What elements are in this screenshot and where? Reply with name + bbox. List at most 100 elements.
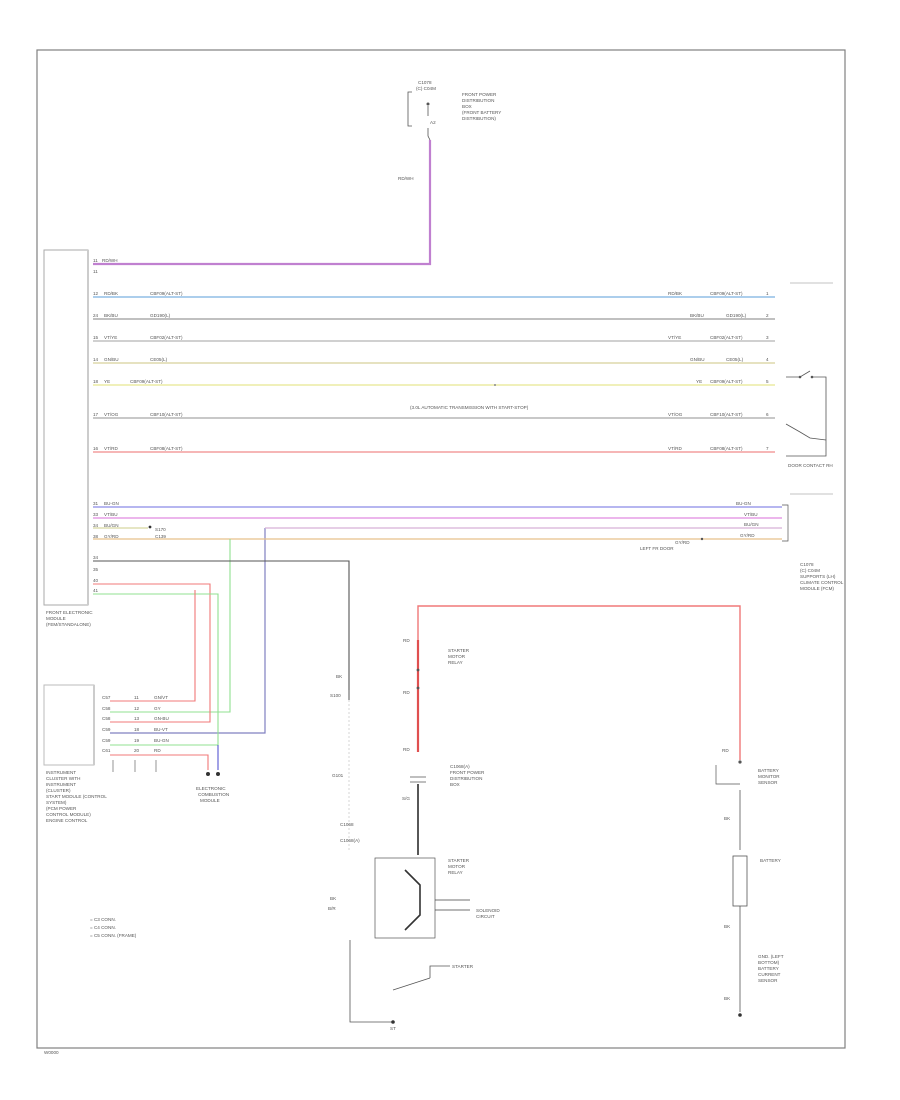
right-module-label-2: (C) C04M [800,568,820,573]
top-connector-desc-5: DISTRIBUTION) [462,116,496,121]
lower-wire-4-code: GY/RD [104,534,119,539]
row-5-left: C59 [102,738,111,743]
lower-wire-4-pin: 38 [93,534,99,539]
wire-2-circuit: GD190(L) [150,313,171,318]
wire-6-right-circuit: CBF10(ALT-ST) [710,412,743,417]
top-connector-pin: A2 [430,120,436,125]
splice-s100: S100 [330,693,341,698]
wire-5-pin: 18 [93,379,99,384]
connector-pin-a [206,772,210,776]
battery-label: BATTERY [760,858,781,863]
starter-outputs [435,899,470,911]
c1068-desc: C1068(A) [340,838,360,843]
legend: = C3 CONN. = C4 CONN. = C5 CONN. (FRAME) [90,917,137,938]
ground-desc-4: CURRENT [758,972,781,977]
splice-label: S170 [155,527,166,532]
s-label: S/G [402,796,410,801]
lower-wire-2-pin: 33 [93,512,99,517]
wire-6-right-pin: 6 [766,412,769,417]
wire-3-code: VT/YE [104,335,117,340]
wire-4-code: GN/BU [104,357,119,362]
door-switch-contact-2 [810,375,814,379]
wire-7-right-code: VT/RD [668,446,682,451]
row-3-right: GN-BU [154,716,169,721]
solenoid-label-2: CIRCUIT [476,914,495,919]
wire-5-right-circuit: CBF09(ALT-ST) [710,379,743,384]
starter-label: STARTER [452,964,474,969]
battery-monitor-3: SENSOR [758,780,778,785]
bottom-left-module-body [43,684,95,766]
door-switch-return [786,440,827,457]
wire-3-pin: 15 [93,335,99,340]
battery-bk-label: BK [724,816,731,821]
wire-4-right-code: GN/BU [690,357,705,362]
lower-pin-2: 35 [93,567,99,572]
lower-pin-3: 40 [93,578,99,583]
wire-2-right-circuit: GD190(L) [726,313,747,318]
top-connector-lead [427,128,431,141]
relay-label-3: RELAY [448,660,463,665]
row-5-mid: 19 [134,738,140,743]
left-module-pin-a: 11 [93,258,98,263]
wire-6-right-code: VT/OG [668,412,683,417]
row-5-right: BU-GN [154,738,169,743]
top-connector-label-2: (C) C04M [416,86,436,91]
starter-winding [404,869,421,931]
wire-4-right-pin: 4 [766,357,769,362]
red-wire [93,583,211,723]
battery-monitor-2: MONITOR [758,774,780,779]
door-switch-contact-1 [798,375,802,379]
lh-switch-label: LEFT FR DOOR [640,546,674,551]
left-module-body [43,249,89,606]
ground-return [349,940,393,1023]
right-module-label-3: SUPPORTS (LH) [800,574,836,579]
wire-1-right-pin: 1 [766,291,769,296]
relay-rd-label-3: RD [403,747,410,752]
right-module-bracket [782,504,789,542]
left-module-label-1: FRONT ELECTRONIC [46,610,93,615]
wire-3-circuit: CBF02(ALT-ST) [150,335,183,340]
row-1-mid: 11 [134,695,139,700]
door-switch-lower [785,423,827,441]
lower-wire-2-right-code: VT/BU [744,512,758,517]
wire-6-code: VT/OG [104,412,119,417]
wire-1-right-circuit: CBF09(ALT-ST) [710,291,743,296]
battery-ground-point [738,1013,742,1017]
battery-gn-label: BK [724,924,731,929]
row-3-left: C58 [102,716,111,721]
upper-wire-group: 12 RD/BK CBF09(ALT-ST) RD/BK CBF09(ALT-S… [93,291,775,453]
row-1-right: GN/VT [154,695,168,700]
connector-pin-b [216,772,220,776]
relay-contact-2 [416,686,420,690]
middle-note: (3.0L AUTOMATIC TRANSMISSION WITH START-… [410,405,529,410]
ground-desc-3: BATTERY [758,966,779,971]
row-4-left: C59 [102,727,111,732]
row-2-right: GY [154,706,161,711]
fuse-desc-4: BOX [450,782,460,787]
relay-rd-label-2: RD [403,690,410,695]
lower-wire-3-pin: 34 [93,523,99,528]
wire-4-right-circuit: CE05(L) [726,357,744,362]
top-connector-desc-3: BOX [462,104,472,109]
left-module-pin-a-code: RD/WH [102,258,118,263]
wire-3-right-code: VT/YE [668,335,681,340]
wire-rd-wh-purple [93,140,432,266]
wire-1-circuit: CBF09(ALT-ST) [150,291,183,296]
wire-5-circuit: CBF09(ALT-ST) [130,379,163,384]
bottom-left-desc-8: CONTROL MODULE) [46,812,91,817]
top-connector-label-1: C1078 [418,80,432,85]
lh-switch-contact [700,537,704,541]
right-switch-area: DOOR CONTACT RH [785,282,833,495]
top-connector-desc-1: FRONT POWER [462,92,497,97]
battery-rd-label: RD [722,748,729,753]
starter-circuit: BK S100 G101 C1068 C1068(A) RD STARTER M… [328,605,741,1031]
ground-desc-1: GND. (LEFT [758,954,784,959]
battery-ground-label: BK [724,996,731,1001]
lh-switch-code: GY/RD [675,540,690,545]
lower-wire-1-code: BU-GN [104,501,119,506]
wire-1-right-code: RD/BK [668,291,683,296]
module-caption-1: ELECTRONIC [196,786,226,791]
wire-5-code: YE [104,379,110,384]
solenoid-label-1: SOLENOID [476,908,500,913]
